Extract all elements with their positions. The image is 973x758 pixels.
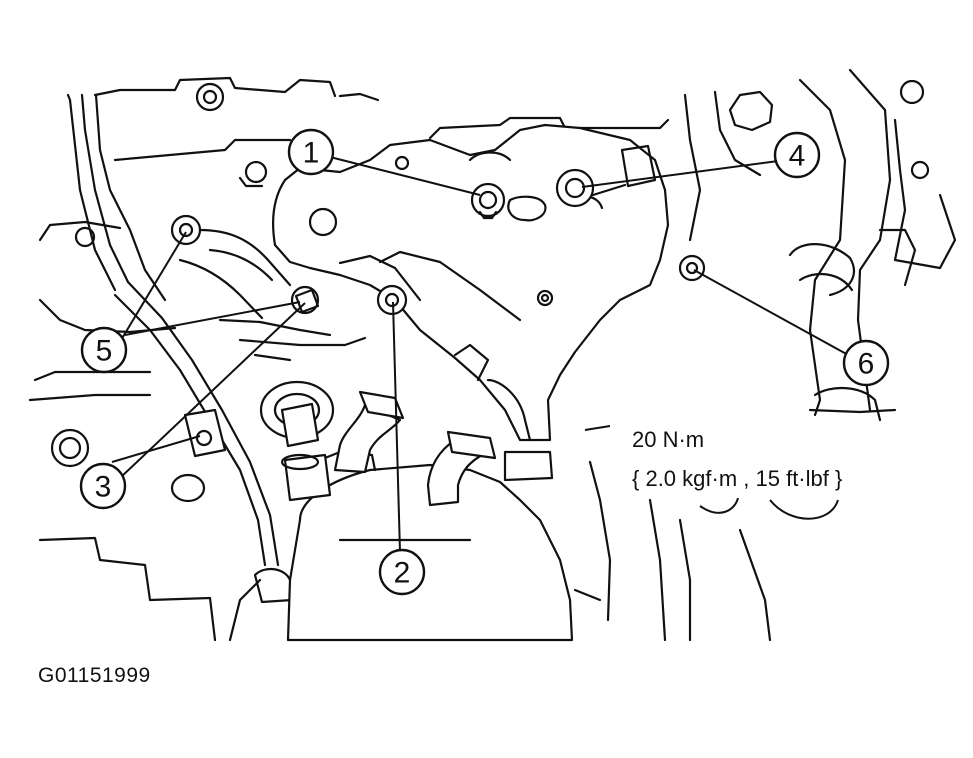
- callout-6-label: 6: [858, 348, 875, 381]
- callout-4-label: 4: [789, 140, 806, 173]
- callout-1: 1: [287, 128, 335, 176]
- bolt-3a: [290, 285, 320, 315]
- bolt-5: [170, 214, 202, 246]
- callout-6: 6: [842, 339, 890, 387]
- callout-4: 4: [773, 131, 821, 179]
- bolt-3b: [183, 408, 227, 458]
- callout-3: 3: [79, 462, 127, 510]
- coolant-hose-right: [728, 68, 957, 422]
- callout-5: 5: [80, 326, 128, 374]
- bolt-4: [555, 144, 657, 208]
- torque-spec: 20 N·m { 2.0 kgf·m , 15 ft·lbf }: [622, 424, 912, 498]
- callout-2-label: 2: [394, 557, 411, 590]
- bolt-stud-top-left: [238, 160, 268, 188]
- water-outlet-manifold: [271, 123, 670, 442]
- torque-spec-metric: 20 N·m: [632, 427, 704, 452]
- leader-lines: [111, 156, 851, 553]
- manifold-runners-left: [178, 228, 367, 362]
- engine-block-outline: [28, 76, 762, 642]
- callout-5-label: 5: [96, 335, 113, 368]
- callout-3-label: 3: [95, 471, 112, 504]
- bolt-6: [678, 254, 706, 282]
- callout-1-label: 1: [303, 137, 320, 170]
- pump-fitting: [259, 380, 335, 502]
- callout-2: 2: [378, 548, 426, 596]
- thermostat-housing: [286, 450, 772, 642]
- torque-spec-imperial: { 2.0 kgf·m , 15 ft·lbf }: [632, 466, 842, 491]
- coolant-hoses: [333, 378, 532, 507]
- figure-id: G01151999: [38, 664, 151, 687]
- bolts: [170, 144, 706, 458]
- bolt-2: [376, 284, 408, 316]
- bolt-1: [470, 182, 506, 220]
